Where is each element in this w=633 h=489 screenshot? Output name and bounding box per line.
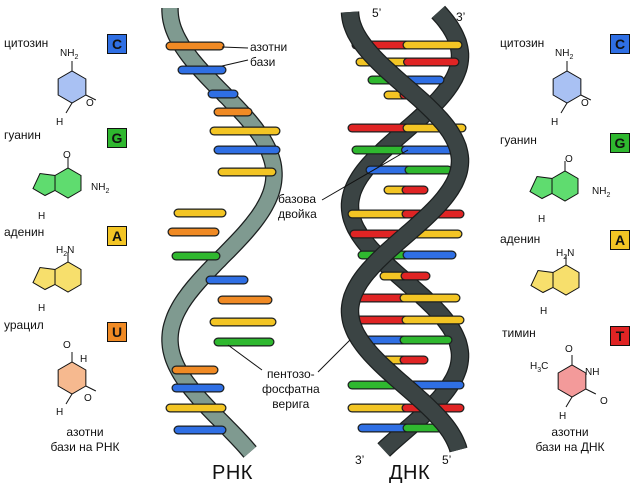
rna-bases-caption: азотни бази на РНК [40, 425, 130, 455]
base-pair-line1: базова [278, 192, 317, 206]
backbone-line2: фосфатна [262, 382, 320, 396]
guanine-right-h: H [538, 214, 546, 225]
dna-title: ДНК [389, 462, 431, 484]
cytosine-right-o: O [581, 98, 589, 109]
rna-title: РНК [212, 462, 253, 484]
guanine-left-h: H [38, 211, 46, 222]
uracil-left-h: H [56, 407, 64, 418]
uracil-left-o-top: O [63, 340, 71, 351]
cytosine-right-bond-h [560, 102, 568, 114]
guanine-left-o: O [63, 150, 71, 161]
dna-legend-badge-c: C [610, 34, 630, 54]
pointer-backbone-dna [317, 339, 351, 373]
adenine-right-ring6 [552, 264, 580, 296]
cytosine-left-h: H [56, 117, 64, 128]
dna-end-bottom-right: 5’ [442, 453, 452, 467]
cytosine-left-o: O [86, 98, 94, 109]
adenine-left-ring5 [32, 266, 56, 291]
rna-bases-caption-line1: азотни [66, 425, 104, 439]
guanine-right-ring6 [551, 170, 579, 202]
uracil-left-bond-o [85, 385, 97, 392]
backbone-annotation: пентозо- фосфатна верига [262, 367, 320, 412]
guanine-right-ring5 [529, 175, 553, 200]
base-pair-annotation: базова двойка [278, 192, 317, 222]
dna-legend-badge-g: G [610, 133, 630, 153]
rna-legend-name-3: урацил [4, 318, 44, 332]
thymine-right-nh: NH [585, 367, 600, 378]
rna-legend-badge-a: A [107, 226, 127, 246]
pointer-bases-1 [221, 46, 249, 49]
dna-legend-name-3: тимин [502, 326, 536, 340]
base-pair-line2: двойка [278, 207, 317, 221]
thymine-right-o-top: O [565, 344, 573, 355]
uracil-left-h-top: H [80, 354, 88, 365]
dna-legend-name-1: гуанин [500, 133, 537, 147]
thymine-right-o: O [600, 396, 608, 407]
guanine-left-ring6 [54, 167, 82, 199]
guanine-left-nh2: NH2 [91, 182, 110, 195]
backbone-line1: пентозо- [266, 367, 315, 381]
dna-bases-caption: азотни бази на ДНК [520, 425, 620, 455]
rna-legend-badge-g: G [107, 128, 127, 148]
nitrogen-bases-line1: азотни [250, 40, 288, 54]
adenine-left-h: H [38, 303, 46, 314]
cytosine-left-bond-h [65, 102, 73, 114]
rna-legend-name-1: гуанин [4, 128, 41, 142]
adenine-right-ring5 [530, 269, 554, 294]
backbone-line3: верига [272, 397, 310, 411]
guanine-right-nh2: NH2 [592, 186, 611, 199]
dna-backbone-strand-a [342, 11, 468, 453]
dna-end-bottom-left: 3’ [355, 453, 365, 467]
uracil-left-o: O [84, 393, 92, 404]
thymine-right-bond-h [565, 396, 573, 408]
dna-legend-name-0: цитозин [500, 36, 545, 50]
guanine-left-ring5 [32, 172, 56, 197]
guanine-right-o: O [565, 154, 573, 165]
thymine-right-bond-o [585, 388, 597, 395]
dna-legend-name-2: аденин [500, 232, 541, 246]
rna-legend-badge-u: U [107, 322, 127, 342]
thymine-right-h3c: H3C [530, 361, 549, 374]
cytosine-left-nh2: NH2 [60, 48, 79, 61]
rna-legend-badge-c: C [107, 34, 127, 54]
pointer-base-pair [321, 149, 409, 201]
cytosine-left-ring [57, 70, 87, 104]
pointer-backbone-rna [227, 344, 263, 371]
adenine-left-ring6 [54, 261, 82, 293]
dna-legend-badge-a: A [610, 230, 630, 250]
nitrogen-bases-annotation: азотни бази [250, 40, 287, 70]
cytosine-right-nh2: NH2 [555, 48, 574, 61]
uracil-left-bond-h [65, 393, 73, 405]
dna-end-top-right: 3’ [456, 10, 466, 24]
dna-end-top-left: 5’ [372, 6, 382, 20]
cytosine-left-bond-o [85, 94, 97, 101]
cytosine-right-bond-o [580, 94, 592, 101]
adenine-left-h2n: H2N [56, 245, 75, 258]
rna-legend-name-0: цитозин [4, 36, 49, 50]
adenine-right-h2n: H2N [556, 248, 575, 261]
dna-legend-badge-t: T [610, 326, 630, 346]
thymine-right-h: H [559, 411, 567, 422]
adenine-right-h: H [540, 306, 548, 317]
pointer-bases-2 [221, 59, 249, 67]
rna-backbone-strand [162, 8, 282, 457]
dna-bases-caption-line2: бази на ДНК [535, 440, 605, 454]
dna-bases-caption-line1: азотни [551, 425, 589, 439]
cytosine-right-h: H [551, 117, 559, 128]
rna-legend-name-2: аденин [4, 225, 45, 239]
rna-bases-caption-line2: бази на РНК [50, 440, 120, 454]
thymine-right-ring [557, 364, 587, 398]
nitrogen-bases-line2: бази [250, 55, 276, 69]
cytosine-right-ring [552, 70, 582, 104]
